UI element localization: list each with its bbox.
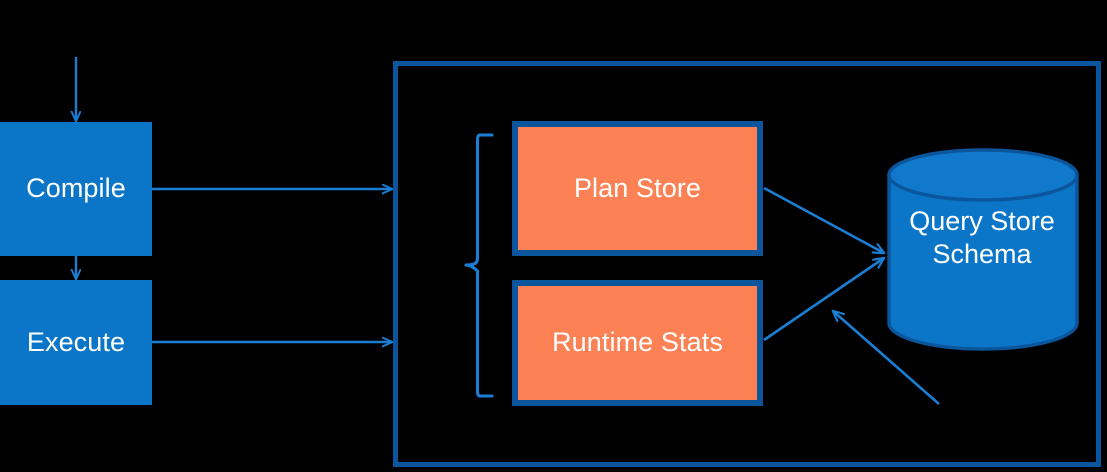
runtime-stats-label: Runtime Stats <box>552 327 723 358</box>
execute-label: Execute <box>26 326 126 357</box>
runtime-stats-to-schema-arrow <box>763 258 884 342</box>
store-group-brace <box>464 133 494 398</box>
runtime-stats-node[interactable]: Runtime Stats <box>512 280 763 406</box>
compile-node[interactable]: Compile <box>0 122 152 256</box>
plan-store-to-schema-arrow <box>763 186 884 253</box>
plan-store-node[interactable]: Plan Store <box>512 121 763 256</box>
query-store-boundary <box>393 61 1101 467</box>
external-to-schema-arrow <box>833 311 940 405</box>
compile-label: Compile <box>26 173 126 204</box>
query-store-schema-cylinder <box>887 148 1079 351</box>
plan-store-label: Plan Store <box>573 172 702 203</box>
execute-node[interactable]: Execute <box>0 280 152 405</box>
